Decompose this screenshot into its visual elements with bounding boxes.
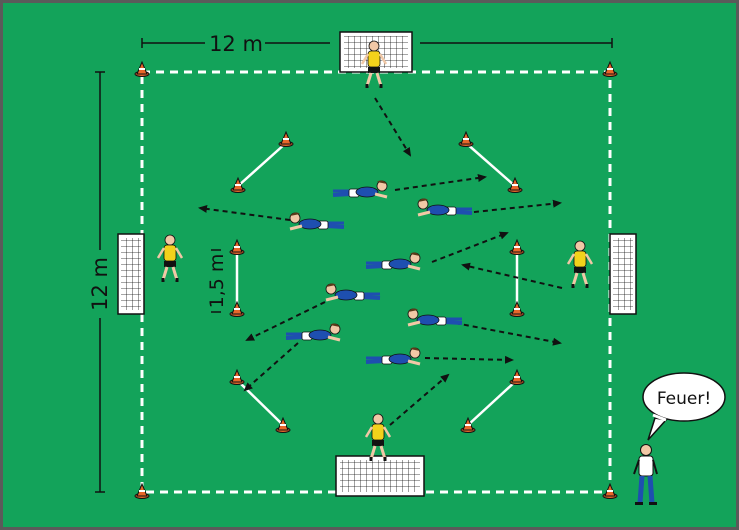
speech-text: Feuer! <box>657 389 711 409</box>
goal-bottom <box>336 456 424 496</box>
goal-right <box>610 234 636 314</box>
gate-dimension-label: 1,5 m <box>206 254 228 309</box>
height-dimension-label: 12 m <box>88 257 112 311</box>
width-dimension-label: 12 m <box>209 32 263 56</box>
gate-dimension: 1,5 m <box>206 250 228 312</box>
goal-left <box>118 234 144 314</box>
